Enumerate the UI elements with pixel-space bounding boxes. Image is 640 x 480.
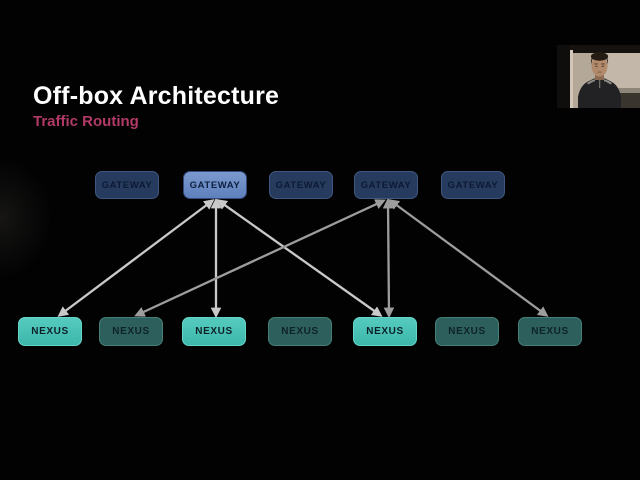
gateway-node-4: GATEWAY bbox=[354, 171, 418, 199]
eyebrow-left bbox=[594, 63, 598, 65]
ceiling-shadow bbox=[557, 45, 640, 53]
arrow-gateway-4-to-nexus-5 bbox=[382, 197, 395, 319]
gateway-node-2: GATEWAY bbox=[183, 171, 247, 199]
arrow-gateway-4-to-nexus-7 bbox=[388, 199, 549, 317]
presenter-video bbox=[557, 45, 640, 108]
nexus-node-7: NEXUS bbox=[518, 317, 582, 346]
face bbox=[591, 55, 608, 77]
gateway-node-1: GATEWAY bbox=[95, 171, 159, 199]
nexus-node-2: NEXUS bbox=[99, 317, 163, 346]
nexus-node-5: NEXUS bbox=[353, 317, 417, 346]
background-shelf bbox=[617, 88, 640, 93]
jacket-stripe-right bbox=[604, 79, 612, 85]
dark-door bbox=[557, 45, 570, 108]
nexus-node-1: NEXUS bbox=[18, 317, 82, 346]
door-frame bbox=[570, 50, 573, 108]
background-furniture bbox=[615, 93, 640, 108]
jacket-stripe-left bbox=[587, 79, 595, 85]
arrow-gateway-2-to-nexus-5 bbox=[216, 199, 383, 317]
jacket-zipper bbox=[599, 79, 601, 88]
eye-left bbox=[595, 65, 598, 67]
eye-right bbox=[601, 65, 604, 67]
mouth bbox=[597, 71, 602, 73]
arrow-gateway-4-to-nexus-2 bbox=[134, 199, 386, 317]
nexus-node-4: NEXUS bbox=[268, 317, 332, 346]
nexus-node-6: NEXUS bbox=[435, 317, 499, 346]
webcam-overlay bbox=[557, 45, 640, 108]
hair-top bbox=[590, 52, 609, 61]
arrow-gateway-2-to-nexus-1 bbox=[57, 199, 215, 317]
gateway-node-5: GATEWAY bbox=[441, 171, 505, 199]
page-subtitle: Traffic Routing bbox=[33, 113, 139, 130]
page-title: Off-box Architecture bbox=[33, 82, 280, 110]
nexus-node-3: NEXUS bbox=[182, 317, 246, 346]
gateway-node-3: GATEWAY bbox=[269, 171, 333, 199]
presenter-person bbox=[578, 52, 621, 108]
eyebrow-right bbox=[601, 63, 605, 65]
jacket bbox=[578, 78, 621, 108]
